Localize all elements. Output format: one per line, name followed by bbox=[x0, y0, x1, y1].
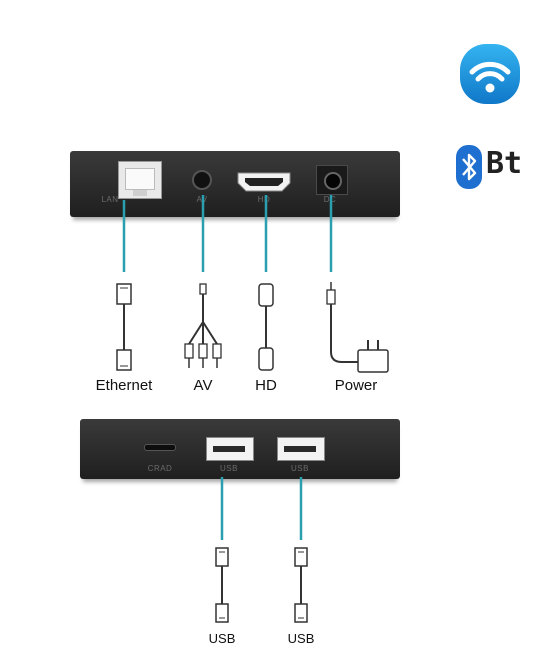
ethernet-cable-icon bbox=[116, 283, 132, 371]
av-cable-icon bbox=[184, 283, 222, 368]
hd-port-label: HD bbox=[257, 195, 271, 204]
lan-port-label: LAN bbox=[101, 195, 119, 204]
usb-cable-icon-1 bbox=[215, 547, 229, 623]
hdmi-port bbox=[236, 171, 292, 193]
usb-port-2-label: USB bbox=[291, 464, 309, 473]
ethernet-label: Ethernet bbox=[95, 377, 153, 394]
dc-port bbox=[316, 165, 348, 195]
bottom-device-side-panel: CRAD USB USB bbox=[80, 419, 400, 479]
bluetooth-label: Bt bbox=[486, 146, 523, 181]
hdmi-cable-icon bbox=[258, 283, 274, 371]
power-label: Power bbox=[334, 377, 378, 394]
usb-label-1: USB bbox=[208, 631, 236, 646]
usb-label-2: USB bbox=[287, 631, 315, 646]
usb-cable-icon-2 bbox=[294, 547, 308, 623]
av-port bbox=[192, 170, 212, 190]
usb-port-1 bbox=[206, 437, 254, 461]
hd-label: HD bbox=[255, 377, 277, 394]
card-slot bbox=[144, 444, 176, 451]
usb-port-1-label: USB bbox=[220, 464, 238, 473]
av-port-label: AV bbox=[196, 195, 207, 204]
card-slot-label: CRAD bbox=[147, 464, 173, 473]
wifi-icon bbox=[458, 44, 522, 104]
usb-port-2 bbox=[277, 437, 325, 461]
power-adapter-icon bbox=[326, 282, 389, 373]
lan-port bbox=[118, 161, 162, 199]
bluetooth-icon bbox=[456, 145, 482, 189]
av-label: AV bbox=[193, 377, 213, 394]
